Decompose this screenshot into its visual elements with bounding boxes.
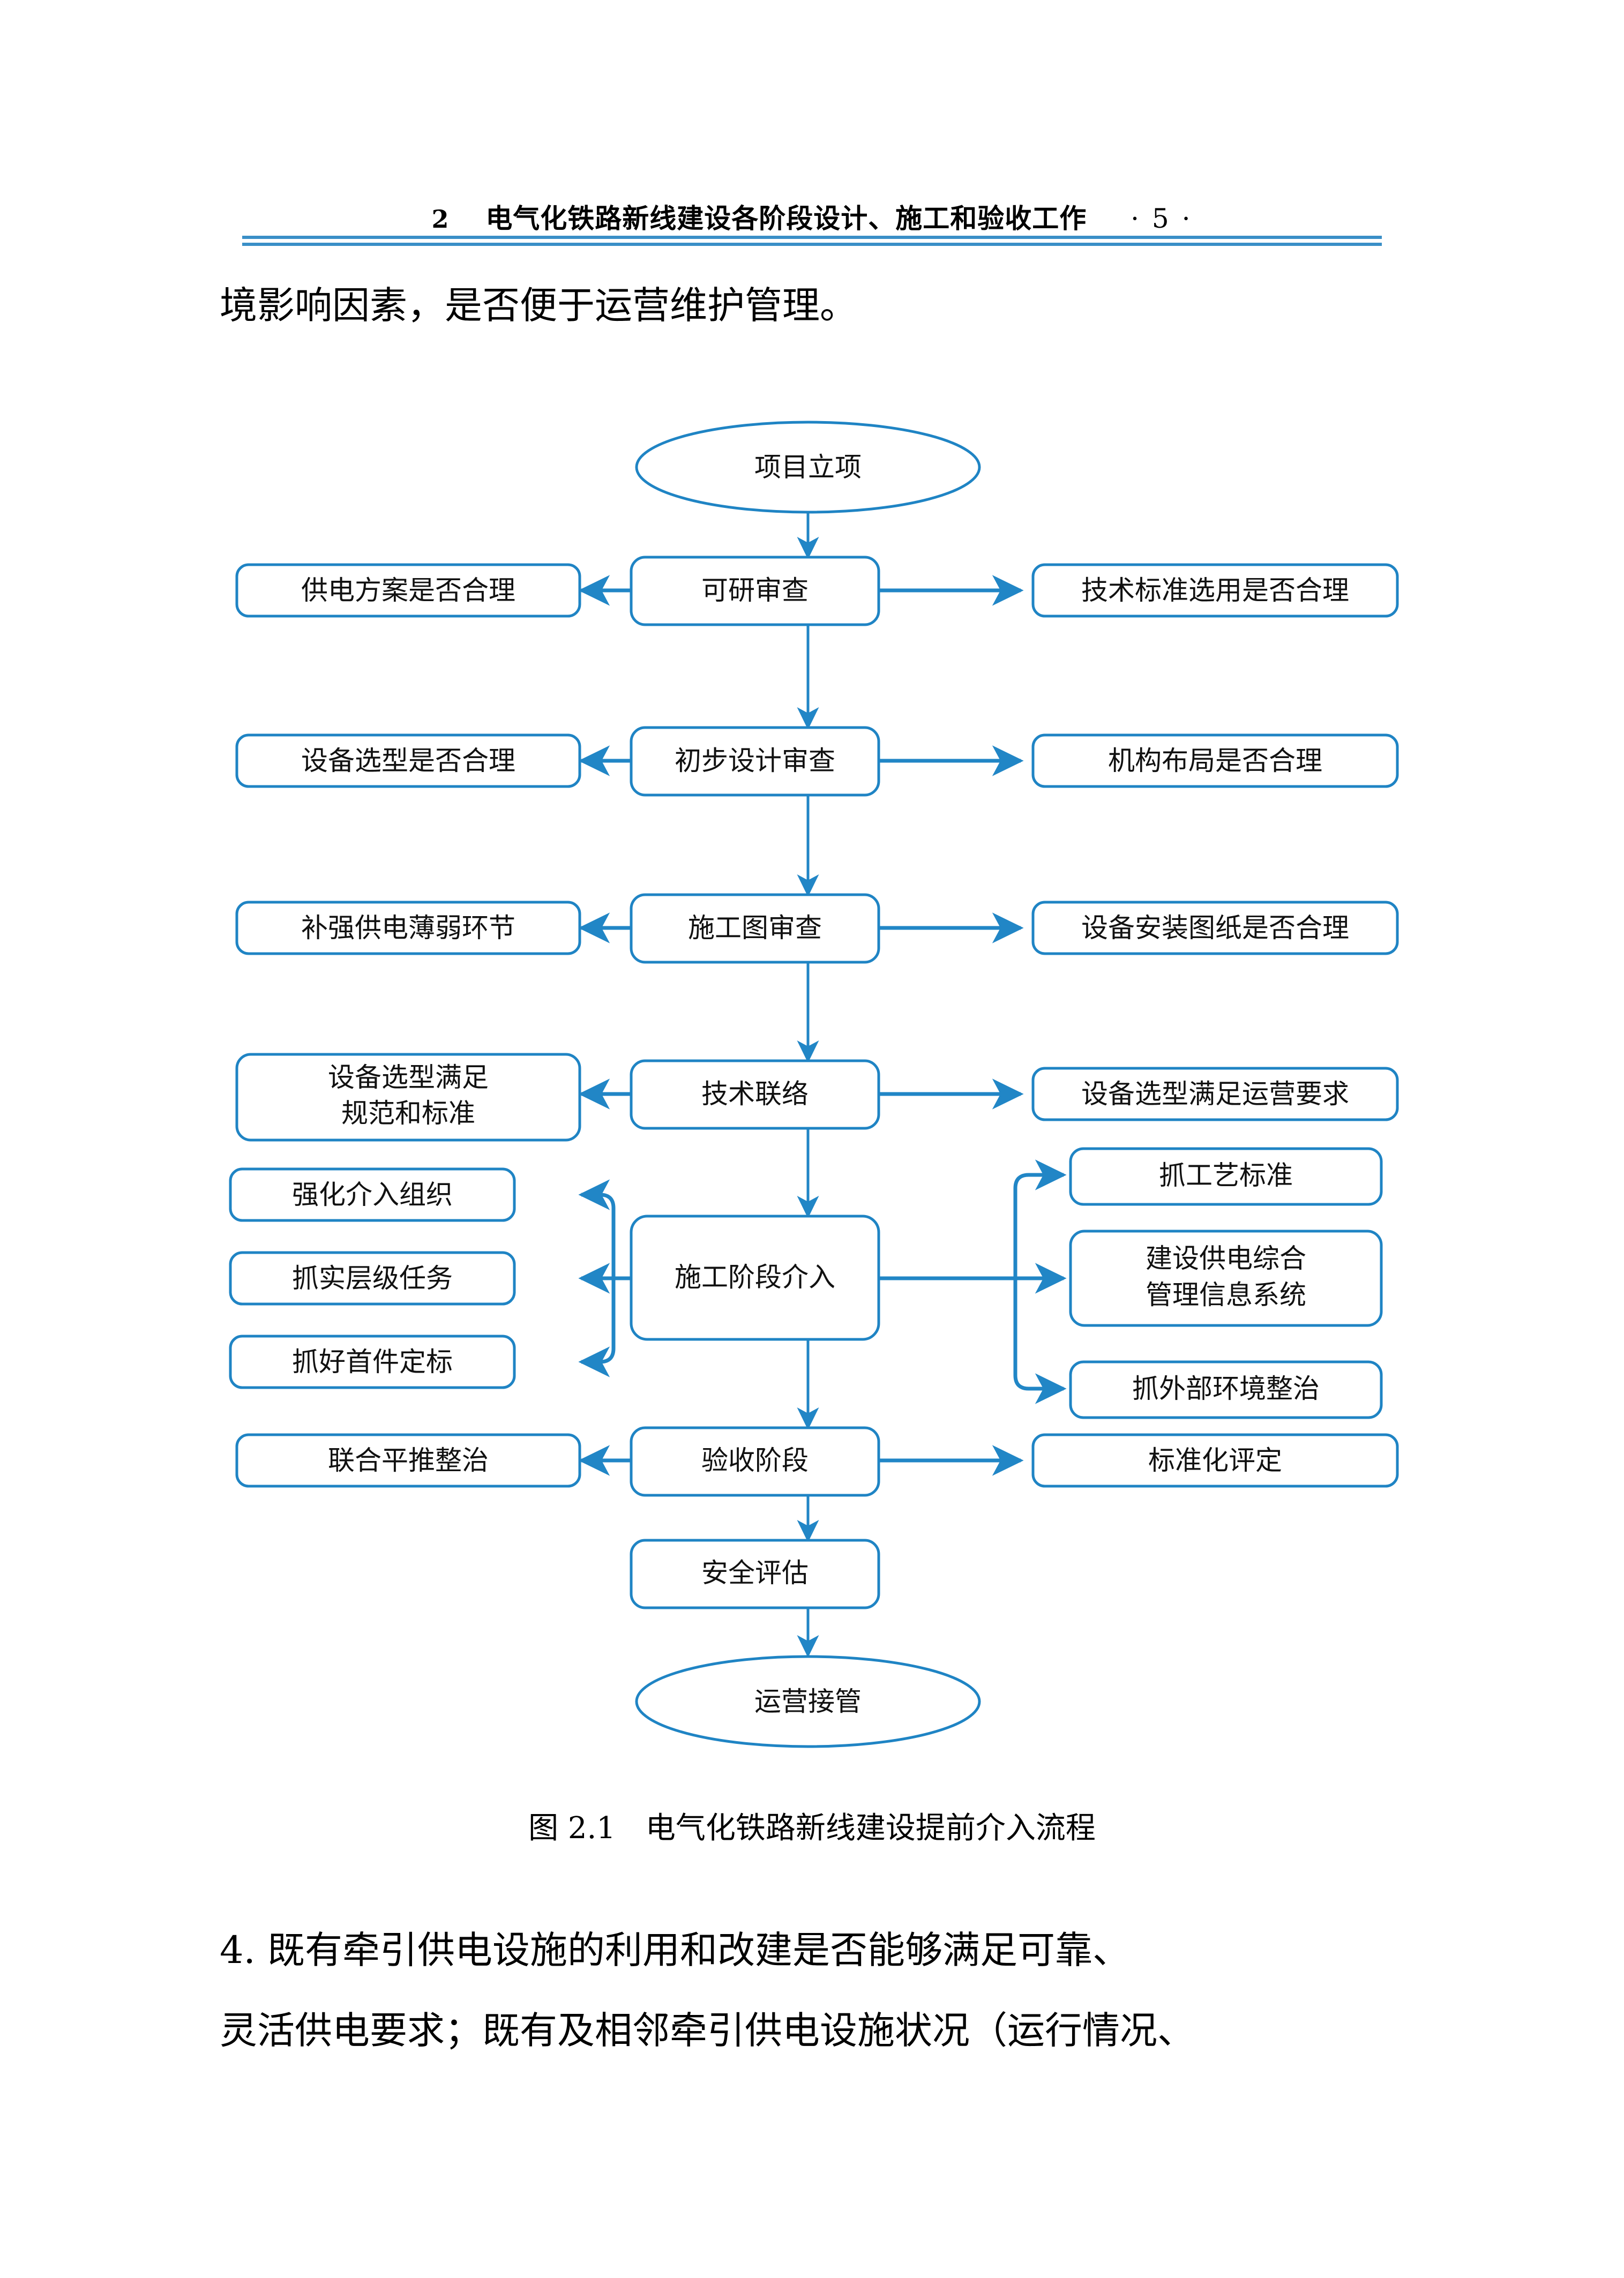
paragraph-below-line2: 灵活供电要求；既有及相邻牵引供电设施状况（运行情况、 xyxy=(220,2009,1195,2052)
s3-box xyxy=(630,893,880,964)
node-end[interactable]: 运营接管 xyxy=(635,1655,981,1748)
connector-s5-right-bottom xyxy=(1013,1278,1067,1404)
s5-right3-label: 抓外部环境整治 xyxy=(1132,1373,1320,1404)
node-s4-right[interactable]: 设备选型满足运营要求 xyxy=(1031,1067,1399,1121)
start-ellipse xyxy=(635,421,981,514)
figure-caption: 图 2.1 电气化铁路新线建设提前介入流程 xyxy=(528,1811,1096,1846)
s6-left-box xyxy=(235,1433,581,1488)
paragraph-below-line1: 4. 既有牵引供电设施的利用和改建是否能够满足可靠、 xyxy=(220,1928,1131,1972)
flowchart-figure: 项目立项 供电方案是否合理 可研审查 技术标准选用是否合理 设备选型是否合理 初… xyxy=(229,421,1399,1748)
connector-s5-right-top xyxy=(1013,1159,1067,1278)
s2-right-label: 机构布局是否合理 xyxy=(1108,745,1322,776)
s2-left-label: 设备选型是否合理 xyxy=(301,745,515,776)
page-folio: · 5 · xyxy=(1131,203,1193,234)
s4-right-box xyxy=(1031,1067,1399,1121)
s1-right-box xyxy=(1031,563,1399,618)
header-rule-top xyxy=(242,236,1382,239)
s5-right3-box xyxy=(1069,1360,1383,1419)
s2-label: 初步设计审查 xyxy=(675,745,835,776)
node-s1-left[interactable]: 供电方案是否合理 xyxy=(235,563,581,618)
node-s5-left-1[interactable]: 强化介入组织 xyxy=(229,1167,516,1222)
s3-left-label: 补强供电薄弱环节 xyxy=(301,912,515,943)
header-double-rule xyxy=(242,236,1382,246)
s6-box xyxy=(630,1426,880,1497)
s4-left-label-line2: 规范和标准 xyxy=(341,1098,475,1129)
node-s5-right-3[interactable]: 抓外部环境整治 xyxy=(1069,1360,1383,1419)
s4-label: 技术联络 xyxy=(701,1078,809,1110)
s3-right-label: 设备安装图纸是否合理 xyxy=(1081,912,1349,943)
s5-right2-label-line1: 建设供电综合 xyxy=(1146,1243,1306,1274)
s2-left-box xyxy=(235,733,581,788)
s5-right2-label-line2: 管理信息系统 xyxy=(1146,1279,1306,1310)
chapter-title: 电气化铁路新线建设各阶段设计、施工和验收工作 xyxy=(485,203,1087,234)
s6-label: 验收阶段 xyxy=(701,1445,809,1476)
s4-right-label: 设备选型满足运营要求 xyxy=(1081,1078,1349,1110)
s5-right2-box xyxy=(1069,1230,1383,1327)
s3-left-box xyxy=(235,901,581,955)
node-s5-left-3[interactable]: 抓好首件定标 xyxy=(229,1335,516,1389)
node-s4-left[interactable]: 设备选型满足 规范和标准 xyxy=(235,1053,581,1142)
node-s3-left[interactable]: 补强供电薄弱环节 xyxy=(235,901,581,955)
node-s6-left[interactable]: 联合平推整治 xyxy=(235,1433,581,1488)
s1-left-box xyxy=(235,563,581,618)
s1-right-label: 技术标准选用是否合理 xyxy=(1081,575,1349,606)
start-label: 项目立项 xyxy=(754,452,862,483)
node-s3-right[interactable]: 设备安装图纸是否合理 xyxy=(1031,901,1399,955)
s1-box xyxy=(630,556,880,626)
node-s5[interactable]: 施工阶段介入 xyxy=(630,1215,880,1341)
s7-label: 安全评估 xyxy=(701,1557,809,1588)
paragraph-above-figure: 境影响因素，是否便于运营维护管理。 xyxy=(220,283,857,327)
s6-right-box xyxy=(1031,1433,1399,1488)
node-s5-left-2[interactable]: 抓实层级任务 xyxy=(229,1251,516,1306)
node-s2-left[interactable]: 设备选型是否合理 xyxy=(235,733,581,788)
s6-right-label: 标准化评定 xyxy=(1148,1445,1282,1476)
s5-left1-box xyxy=(229,1167,516,1222)
header-rule-gap xyxy=(242,239,1382,243)
running-head: 2 电气化铁路新线建设各阶段设计、施工和验收工作 · 5 · xyxy=(0,197,1624,236)
s5-left2-box xyxy=(229,1251,516,1306)
connector-s5-left-top xyxy=(578,1179,616,1278)
node-s5-right-1[interactable]: 抓工艺标准 xyxy=(1069,1147,1383,1206)
chapter-number: 2 xyxy=(431,205,450,234)
node-start[interactable]: 项目立项 xyxy=(635,421,981,514)
node-s7[interactable]: 安全评估 xyxy=(630,1539,880,1609)
s3-label: 施工图审查 xyxy=(688,912,822,943)
node-s6[interactable]: 验收阶段 xyxy=(630,1426,880,1497)
s5-label: 施工阶段介入 xyxy=(675,1262,835,1293)
s5-right1-box xyxy=(1069,1147,1383,1206)
s4-left-label-line1: 设备选型满足 xyxy=(328,1062,489,1093)
s5-left1-label: 强化介入组织 xyxy=(292,1179,453,1210)
s5-left3-box xyxy=(229,1335,516,1389)
s2-right-box xyxy=(1031,733,1399,788)
node-s2[interactable]: 初步设计审查 xyxy=(630,726,880,797)
end-label: 运营接管 xyxy=(754,1686,862,1717)
s5-right1-label: 抓工艺标准 xyxy=(1159,1160,1293,1191)
s2-box xyxy=(630,726,880,797)
s7-box xyxy=(630,1539,880,1609)
s4-left-box xyxy=(235,1053,581,1142)
node-s1-right[interactable]: 技术标准选用是否合理 xyxy=(1031,563,1399,618)
node-s4[interactable]: 技术联络 xyxy=(630,1059,880,1130)
s4-box xyxy=(630,1059,880,1130)
s3-right-box xyxy=(1031,901,1399,955)
node-s1[interactable]: 可研审查 xyxy=(630,556,880,626)
fanout-connectors-right xyxy=(879,1159,1067,1404)
s6-left-label: 联合平推整治 xyxy=(328,1445,489,1476)
s5-left3-label: 抓好首件定标 xyxy=(292,1346,453,1377)
s1-label: 可研审查 xyxy=(701,575,809,606)
node-s5-right-2[interactable]: 建设供电综合 管理信息系统 xyxy=(1069,1230,1383,1327)
s5-left2-label: 抓实层级任务 xyxy=(292,1263,453,1294)
s1-left-label: 供电方案是否合理 xyxy=(301,575,515,606)
node-s2-right[interactable]: 机构布局是否合理 xyxy=(1031,733,1399,788)
connector-s5-left-bottom xyxy=(578,1278,616,1377)
node-s3[interactable]: 施工图审查 xyxy=(630,893,880,964)
header-rule-bottom xyxy=(242,243,1382,246)
node-s6-right[interactable]: 标准化评定 xyxy=(1031,1433,1399,1488)
side-connectors xyxy=(578,575,1024,1476)
fanout-connectors-left xyxy=(578,1179,631,1377)
end-ellipse xyxy=(635,1655,981,1748)
s5-box xyxy=(630,1215,880,1341)
